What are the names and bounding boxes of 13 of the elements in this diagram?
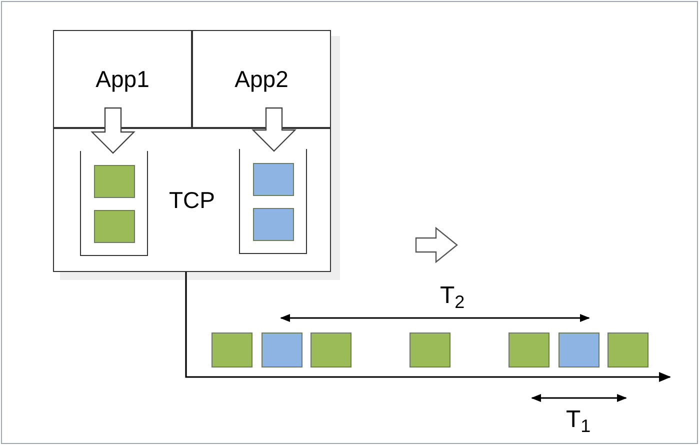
- app-cell: [192, 30, 331, 128]
- time-axis-arrow: [185, 272, 671, 382]
- app-cell: [53, 30, 192, 128]
- app-label: App2: [234, 68, 288, 90]
- queue-container: [239, 149, 307, 254]
- layer-label: TCP: [169, 188, 215, 212]
- tcp-section: [53, 128, 331, 272]
- queue-container: [80, 151, 148, 256]
- time-label: T$_{1}$: [566, 408, 591, 432]
- hollow-arrow: [90, 107, 136, 154]
- time-label: T$_{2}$: [440, 284, 465, 308]
- hollow-arrow: [252, 107, 296, 152]
- app-label: App1: [96, 68, 150, 90]
